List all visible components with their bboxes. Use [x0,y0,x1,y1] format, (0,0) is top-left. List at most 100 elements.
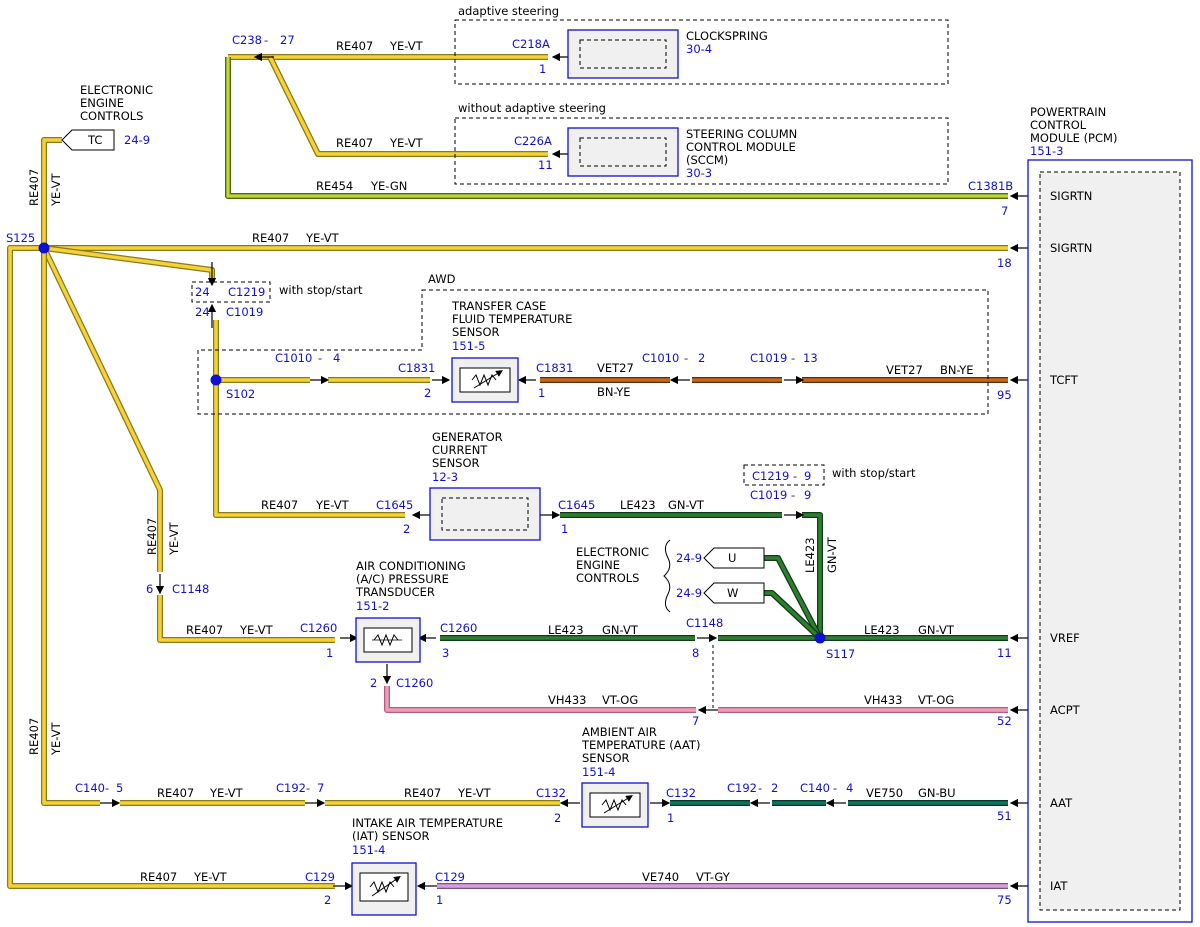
splice-s125-label: S125 [6,231,35,245]
connector-c1260-b: C1260 [440,621,477,635]
svg-text:2: 2 [771,781,778,795]
wire-label-ve750: VE750 [866,786,903,800]
wire-label-bnye-b: BN-YE [940,363,974,377]
sccm-line3: (SCCM) [686,153,728,167]
connector-c226a: C226A [514,134,552,148]
pcm-pin-num-11: 11 [997,646,1012,660]
pcm-pin-num-18: 18 [997,256,1012,270]
eec-brace [663,539,671,613]
connector-c1260-a: C1260 [300,621,337,635]
eec-u-ref: 24-9 [676,551,702,565]
sccm-line1: STEERING COLUMN [686,127,797,141]
wire-label-le423-b: LE423 [548,623,584,637]
svg-text:6: 6 [146,582,153,596]
label-adaptive-steering: adaptive steering [458,4,559,18]
svg-text:C192: C192 [276,781,306,795]
svg-text:-: - [264,33,268,47]
wire-label-re407-h: RE407 [140,870,177,884]
clockspring-module [567,29,679,79]
connector-arrows [100,52,1030,891]
splice-s117-label: S117 [826,647,855,661]
wire-label-yevt-c: YE-VT [305,231,340,245]
pcm-pin-sigrtn-1: SIGRTN [1050,189,1092,203]
eec-w-ref: 24-9 [676,586,702,600]
svg-text:2: 2 [698,351,705,365]
wire-label-le423-c: LE423 [864,623,900,637]
sccm-ref: 30-3 [686,166,712,180]
wire-label-yevt-f: YE-VT [209,786,244,800]
generator-current-sensor [429,487,541,541]
connector-c218a-pin: 1 [539,62,546,76]
iat-line1: INTAKE AIR TEMPERATURE [352,816,503,830]
connector-c192-a: C192 - 7 [276,781,324,795]
connector-c132-a: C132 [536,786,566,800]
svg-text:-: - [793,469,797,483]
splice-s117 [814,632,826,644]
wire-label-vh433-a: VH433 [548,693,586,707]
wire-label-vet27-b: VET27 [886,363,923,377]
wire-label-yevt-d: YE-VT [315,498,350,512]
connector-c129-a: C129 [305,870,335,884]
svg-text:24: 24 [195,305,210,319]
connector-c1010-a: C1010 - 4 [275,351,340,365]
aat-ref: 151-4 [582,765,615,779]
svg-text:27: 27 [280,33,295,47]
svg-text:C1019: C1019 [750,488,787,502]
wire-label-re407-vert3: RE407 [27,718,41,755]
connector-c1260-pin-a: 1 [326,646,333,660]
wire-label-yevt-a: YE-VT [389,39,424,53]
iat-sensor [351,862,417,916]
wire-label-re407-a: RE407 [336,39,373,53]
gcs-line3: SENSOR [432,456,480,470]
connector-c1260-pin-b: 3 [442,646,449,660]
svg-text:4: 4 [846,781,853,795]
aat-line1: AMBIENT AIR [582,725,657,739]
wire-label-vtog-b: VT-OG [918,693,954,707]
svg-text:C1260: C1260 [396,676,433,690]
wire-label-re407-f: RE407 [157,786,194,800]
connector-c1019-mid: C1019 - 13 [750,351,818,365]
svg-text:-: - [791,351,795,365]
eec-mid-line2: ENGINE [576,558,620,572]
clockspring-name: CLOCKSPRING [686,29,768,43]
connector-c1019-low: C1019 - 9 [750,488,811,502]
connector-c1645-b: C1645 [558,498,595,512]
pcm-pin-sigrtn-2: SIGRTN [1050,241,1092,255]
connector-c140-b: C140 - 4 [800,781,853,795]
connector-c1219-mid: C1219 - 9 [752,469,811,483]
eec-top-line1: ELECTRONIC [80,83,153,97]
connector-c226a-pin: 11 [538,158,553,172]
wire-label-yevt-vert3: YE-VT [49,721,63,756]
wire-label-vh433-b: VH433 [864,693,902,707]
connector-c1019-top: 24 C1019 [195,305,263,319]
connector-c1831-pin-a: 2 [424,386,431,400]
connector-c1831-pin-b: 1 [538,386,545,400]
connector-c1010-b: C1010 - 2 [642,351,705,365]
connector-c1148-left: 6 C1148 [146,582,209,596]
connector-c129-pin-a: 2 [324,893,331,907]
wire-label-vet27-a: VET27 [597,361,634,375]
splice-s125 [38,242,50,254]
svg-text:-: - [306,781,310,795]
connector-c1831-a: C1831 [398,361,435,375]
gcs-line2: CURRENT [432,443,488,457]
svg-text:C1219: C1219 [228,285,265,299]
svg-text:C1148: C1148 [172,582,209,596]
svg-text:C238: C238 [232,33,262,47]
svg-text:2: 2 [370,676,377,690]
gcs-line1: GENERATOR [432,430,503,444]
connector-c1148-mid: C1148 [686,616,723,630]
wire-label-re407-c: RE407 [252,231,289,245]
wire-label-gnvt-a: GN-VT [668,498,705,512]
wire-label-re407-d: RE407 [261,498,298,512]
tcft-ref: 151-5 [452,339,485,353]
pcm-pin-num-75: 75 [997,893,1012,907]
svg-text:C140: C140 [75,781,105,795]
gcs-ref: 12-3 [432,470,458,484]
wire-label-yevt-g: YE-VT [457,786,492,800]
iat-line2: (IAT) SENSOR [352,829,430,843]
svg-text:C1019: C1019 [750,351,787,365]
stop-start-box-2 [743,464,825,486]
svg-text:-: - [105,781,109,795]
eec-mid-line1: ELECTRONIC [576,545,649,559]
